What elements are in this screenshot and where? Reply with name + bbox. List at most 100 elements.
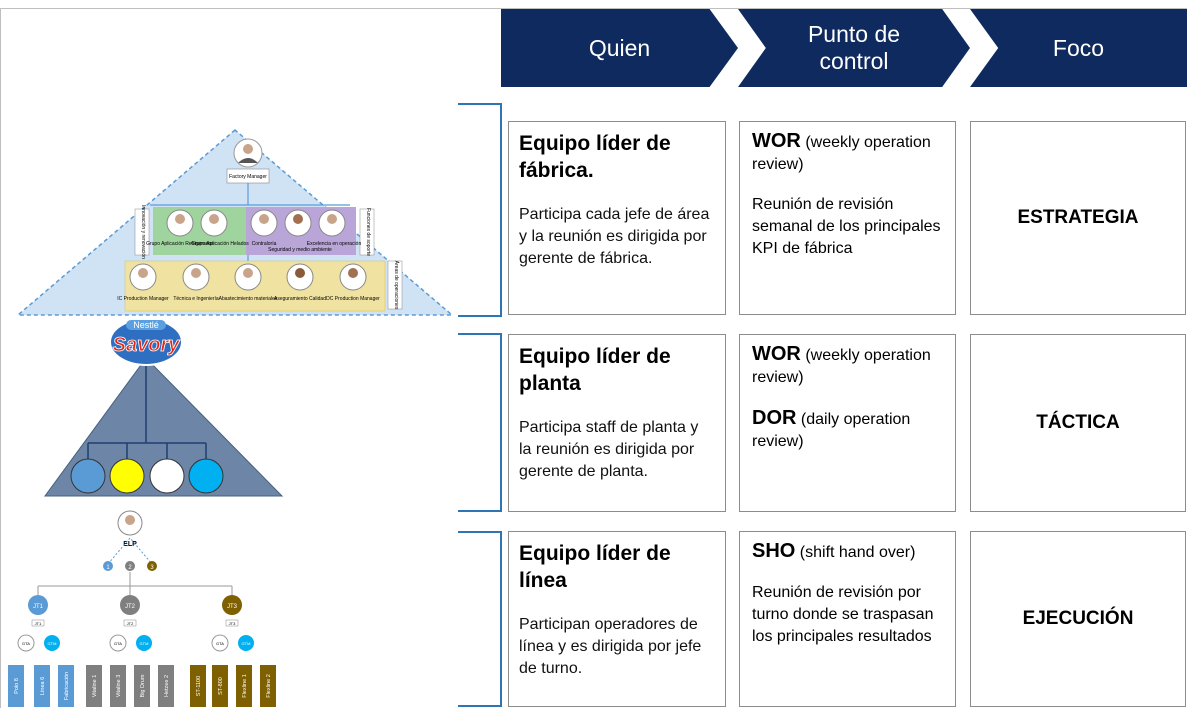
bottom-role-label: Técnica e Ingeniería [173,296,219,302]
team-sub-label: JT3 [229,621,236,626]
innovacion-side-label: Innovación y renovación [140,205,146,259]
plant-circle-cyan [188,458,224,494]
brand-name-text: Savory [113,334,181,356]
foco-box-estrategia: ESTRATEGIA [970,121,1186,315]
line-bar-label: Vitaline 3 [116,675,122,698]
team-circle-jt3 [222,595,242,615]
punto-control-description: Reunión de revisión semanal de los princ… [752,196,941,257]
plant-org-illustration: Nestlé Savory [44,318,284,497]
bracket-row-1 [458,103,502,317]
mid-role-label: Seguridad y medio ambiente [268,247,332,253]
gtm-label: GTM [242,641,251,646]
quien-description: Participa staff de planta y la reunión e… [519,419,699,480]
mid-role-label: Excelencia en operación [307,241,362,247]
bottom-role-label: DC Production Manager [326,296,380,302]
quien-box-linea: Equipo líder de línea Participan operado… [508,531,726,707]
team-sub-box [123,619,137,627]
soporte-side-label: Funciones de soporte [365,208,371,256]
gta-circle [109,634,127,652]
foco-label: TÁCTICA [1036,412,1120,433]
gtm-label: GTM [48,641,57,646]
gtm-circle [136,635,152,651]
innovacion-side-label-box [134,208,150,256]
line-bar [158,665,174,707]
foco-label: ESTRATEGIA [1017,207,1139,228]
plant-circle-yellow [109,458,145,494]
elp-avatar [117,510,143,536]
bottom-role-label: Aseguramiento Calidad [274,296,326,302]
bracket-row-2 [458,333,502,512]
line-bar [236,665,252,707]
bracket-row-3 [458,531,502,707]
factory-manager-label: Factory Manager [229,174,267,180]
gta-circle [211,634,229,652]
line-bar-label: Flexline 1 [242,674,248,698]
quien-title: Equipo líder de línea [519,542,671,592]
line-bar-label: Polo 8 [14,678,20,694]
quien-description: Participa cada jefe de área y la reunión… [519,206,710,267]
connector-line [107,537,153,565]
line-bar [8,665,24,707]
plant-circle-blue [70,458,106,494]
quien-title: Equipo líder de fábrica. [519,132,671,182]
foco-label: EJECUCIÓN [1022,608,1134,629]
line-bar-label: Flexline 2 [266,674,272,698]
punto-control-box-linea: SHO (shift hand over) Reunión de revisió… [739,531,956,707]
team-label: JT2 [125,604,136,610]
gta-label: GTA [22,641,30,646]
foco-box-ejecucion: EJECUCIÓN [970,531,1186,707]
factory-org-pyramid: Factory Manager Innovación y renovación … [15,129,455,316]
elp-label: ELP [123,541,137,548]
chevron-foco-label: Foco [1052,34,1105,61]
number-badge [125,561,135,571]
operaciones-side-label-box [387,260,403,310]
number-badge-label: 3 [150,565,154,571]
factory-manager-avatar [233,138,263,168]
line-bar-label: Fabricación [64,672,70,700]
quien-box-fabrica: Equipo líder de fábrica. Participa cada … [508,121,726,315]
mid-role-label: Contraloría [252,241,277,247]
team-label: JT1 [33,604,44,610]
frame-top-border [0,8,1187,9]
plant-pyramid [44,357,284,497]
operaciones-side-label: Áreas de operaciones [393,261,400,310]
innovacion-band [153,207,246,255]
line-bar [212,665,228,707]
number-badge [103,561,113,571]
team-sub-label: JT2 [127,621,134,626]
frame-left-border [0,8,1,708]
quien-box-planta: Equipo líder de planta Participa staff d… [508,334,726,512]
brand-top-text: Nestlé [133,320,159,330]
team-label: JT3 [227,604,238,610]
gtm-circle [44,635,60,651]
team-sub-box [225,619,239,627]
punto-control-item: SHO (shift hand over) [752,540,916,562]
quien-description: Participan operadores de línea y es diri… [519,616,702,677]
bottom-role-label: Abastecimiento materiales [219,296,278,302]
mid-role-label: Grupo Aplicación Refrigerados [146,241,214,247]
mid-role-label: Grupo Aplicación Helados [191,241,249,247]
chevron-punto-de-control-label: Punto de control [807,21,901,74]
nestle-savory-logo: Nestlé Savory [109,318,183,366]
team-sub-box [31,619,45,627]
soporte-side-label-box [359,208,375,256]
line-bar [34,665,50,707]
team-circle-jt2 [120,595,140,615]
chevron-punto-de-control: Punto de control [738,9,970,87]
line-bar-label: Big Drum [140,674,146,697]
gta-label: GTA [216,641,224,646]
line-bar [58,665,74,707]
gta-circle [17,634,35,652]
team-circle-jt1 [28,595,48,615]
line-bar-label: Vitaline 1 [92,675,98,698]
team-sub-label: JT1 [35,621,42,626]
line-bar [190,665,206,707]
bottom-row-people [129,263,367,291]
bottom-role-label: IC Production Manager [117,296,169,302]
foco-box-tactica: TÁCTICA [970,334,1186,512]
number-badge-label: 2 [128,565,132,571]
line-bar [134,665,150,707]
quien-title: Equipo líder de planta [519,345,671,395]
punto-control-description: Reunión de revisión por turno donde se t… [752,584,934,645]
chevron-foco: Foco [970,9,1187,87]
